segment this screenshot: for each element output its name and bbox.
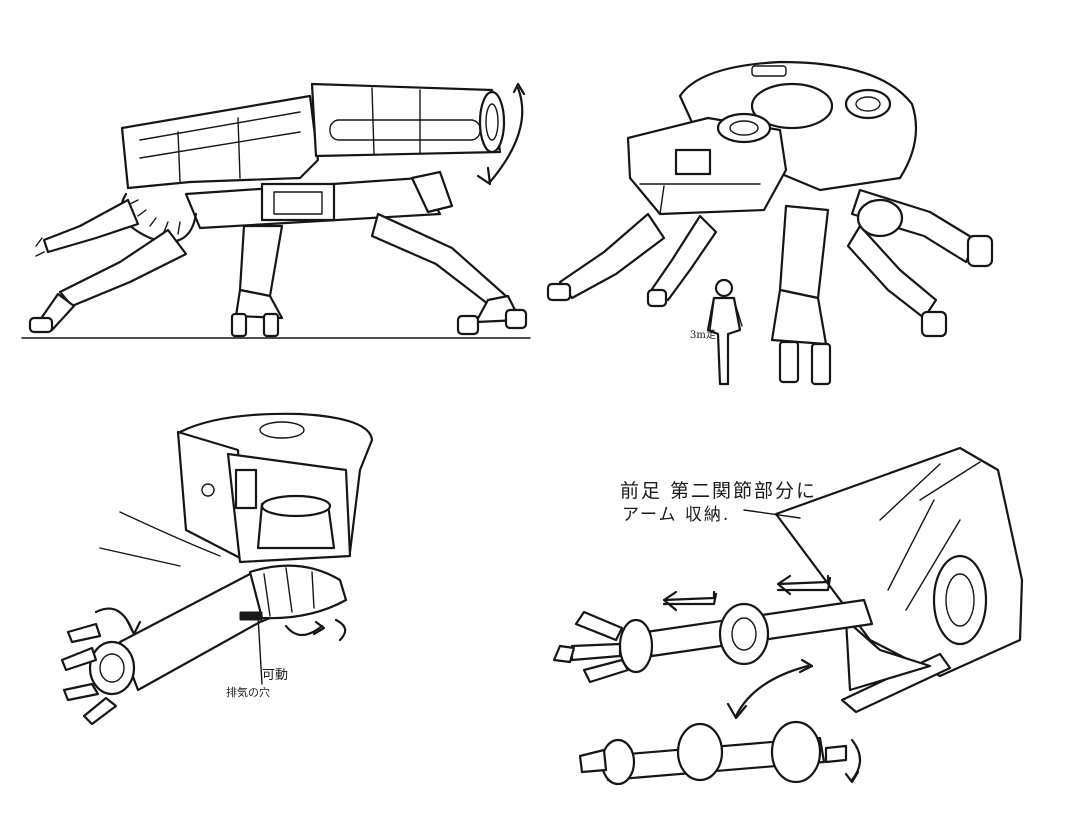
tank-side-view <box>21 82 531 339</box>
arm-note-line2: アーム 収納. <box>622 505 731 525</box>
exhaust-hole-label: 排気の穴 <box>226 686 270 699</box>
folding-arm-detail <box>552 446 1024 786</box>
scale-figure-label: 3m足 <box>690 330 716 341</box>
tank-three-quarter-view <box>546 60 994 386</box>
leg-joint-closeup <box>60 412 374 726</box>
arm-note-line1: 前足 第二関節部分に <box>620 480 818 502</box>
movable-label: 可動 <box>262 668 289 683</box>
human-scale-figure <box>706 278 743 386</box>
